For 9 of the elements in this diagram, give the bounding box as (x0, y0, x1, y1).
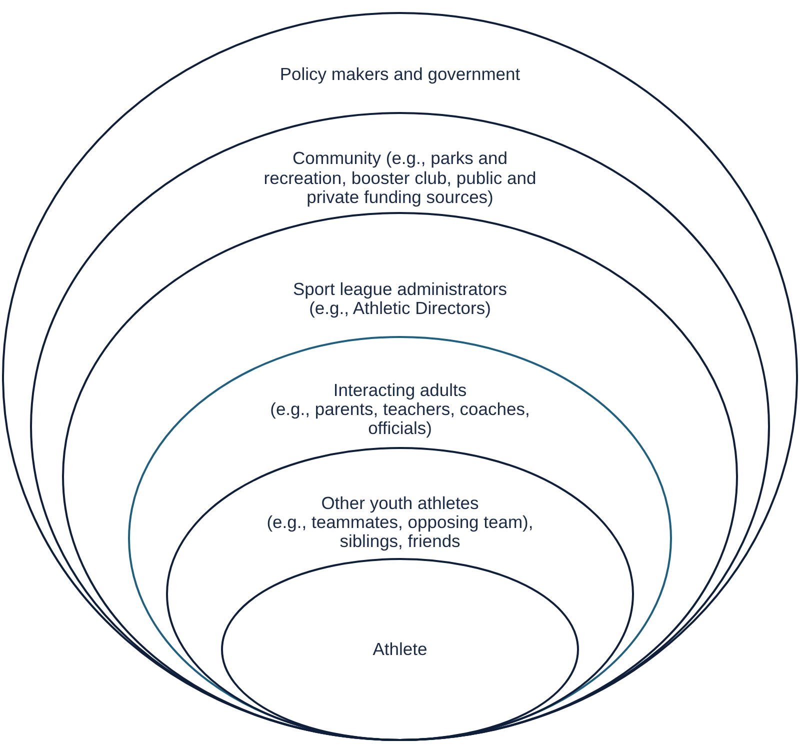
ring-label: Policy makers and government (280, 65, 520, 84)
ring-sublabel: (e.g., parents, teachers, coaches, officials) (269, 400, 531, 438)
ring-label: Interacting adults (333, 381, 467, 400)
ring-label: Athlete (372, 640, 428, 659)
ring-sublabel: (e.g., Athletic Directors) (309, 299, 491, 318)
ring-sublabel: (e.g., teammates, opposing team), siblings, friends (266, 513, 534, 551)
ring-label: Other youth athletes (321, 494, 479, 513)
ring-label: Sport league administrators (293, 280, 507, 299)
ring-label: Community (e.g., parks and recreation, booster club, public and private funding sources) (262, 149, 538, 208)
